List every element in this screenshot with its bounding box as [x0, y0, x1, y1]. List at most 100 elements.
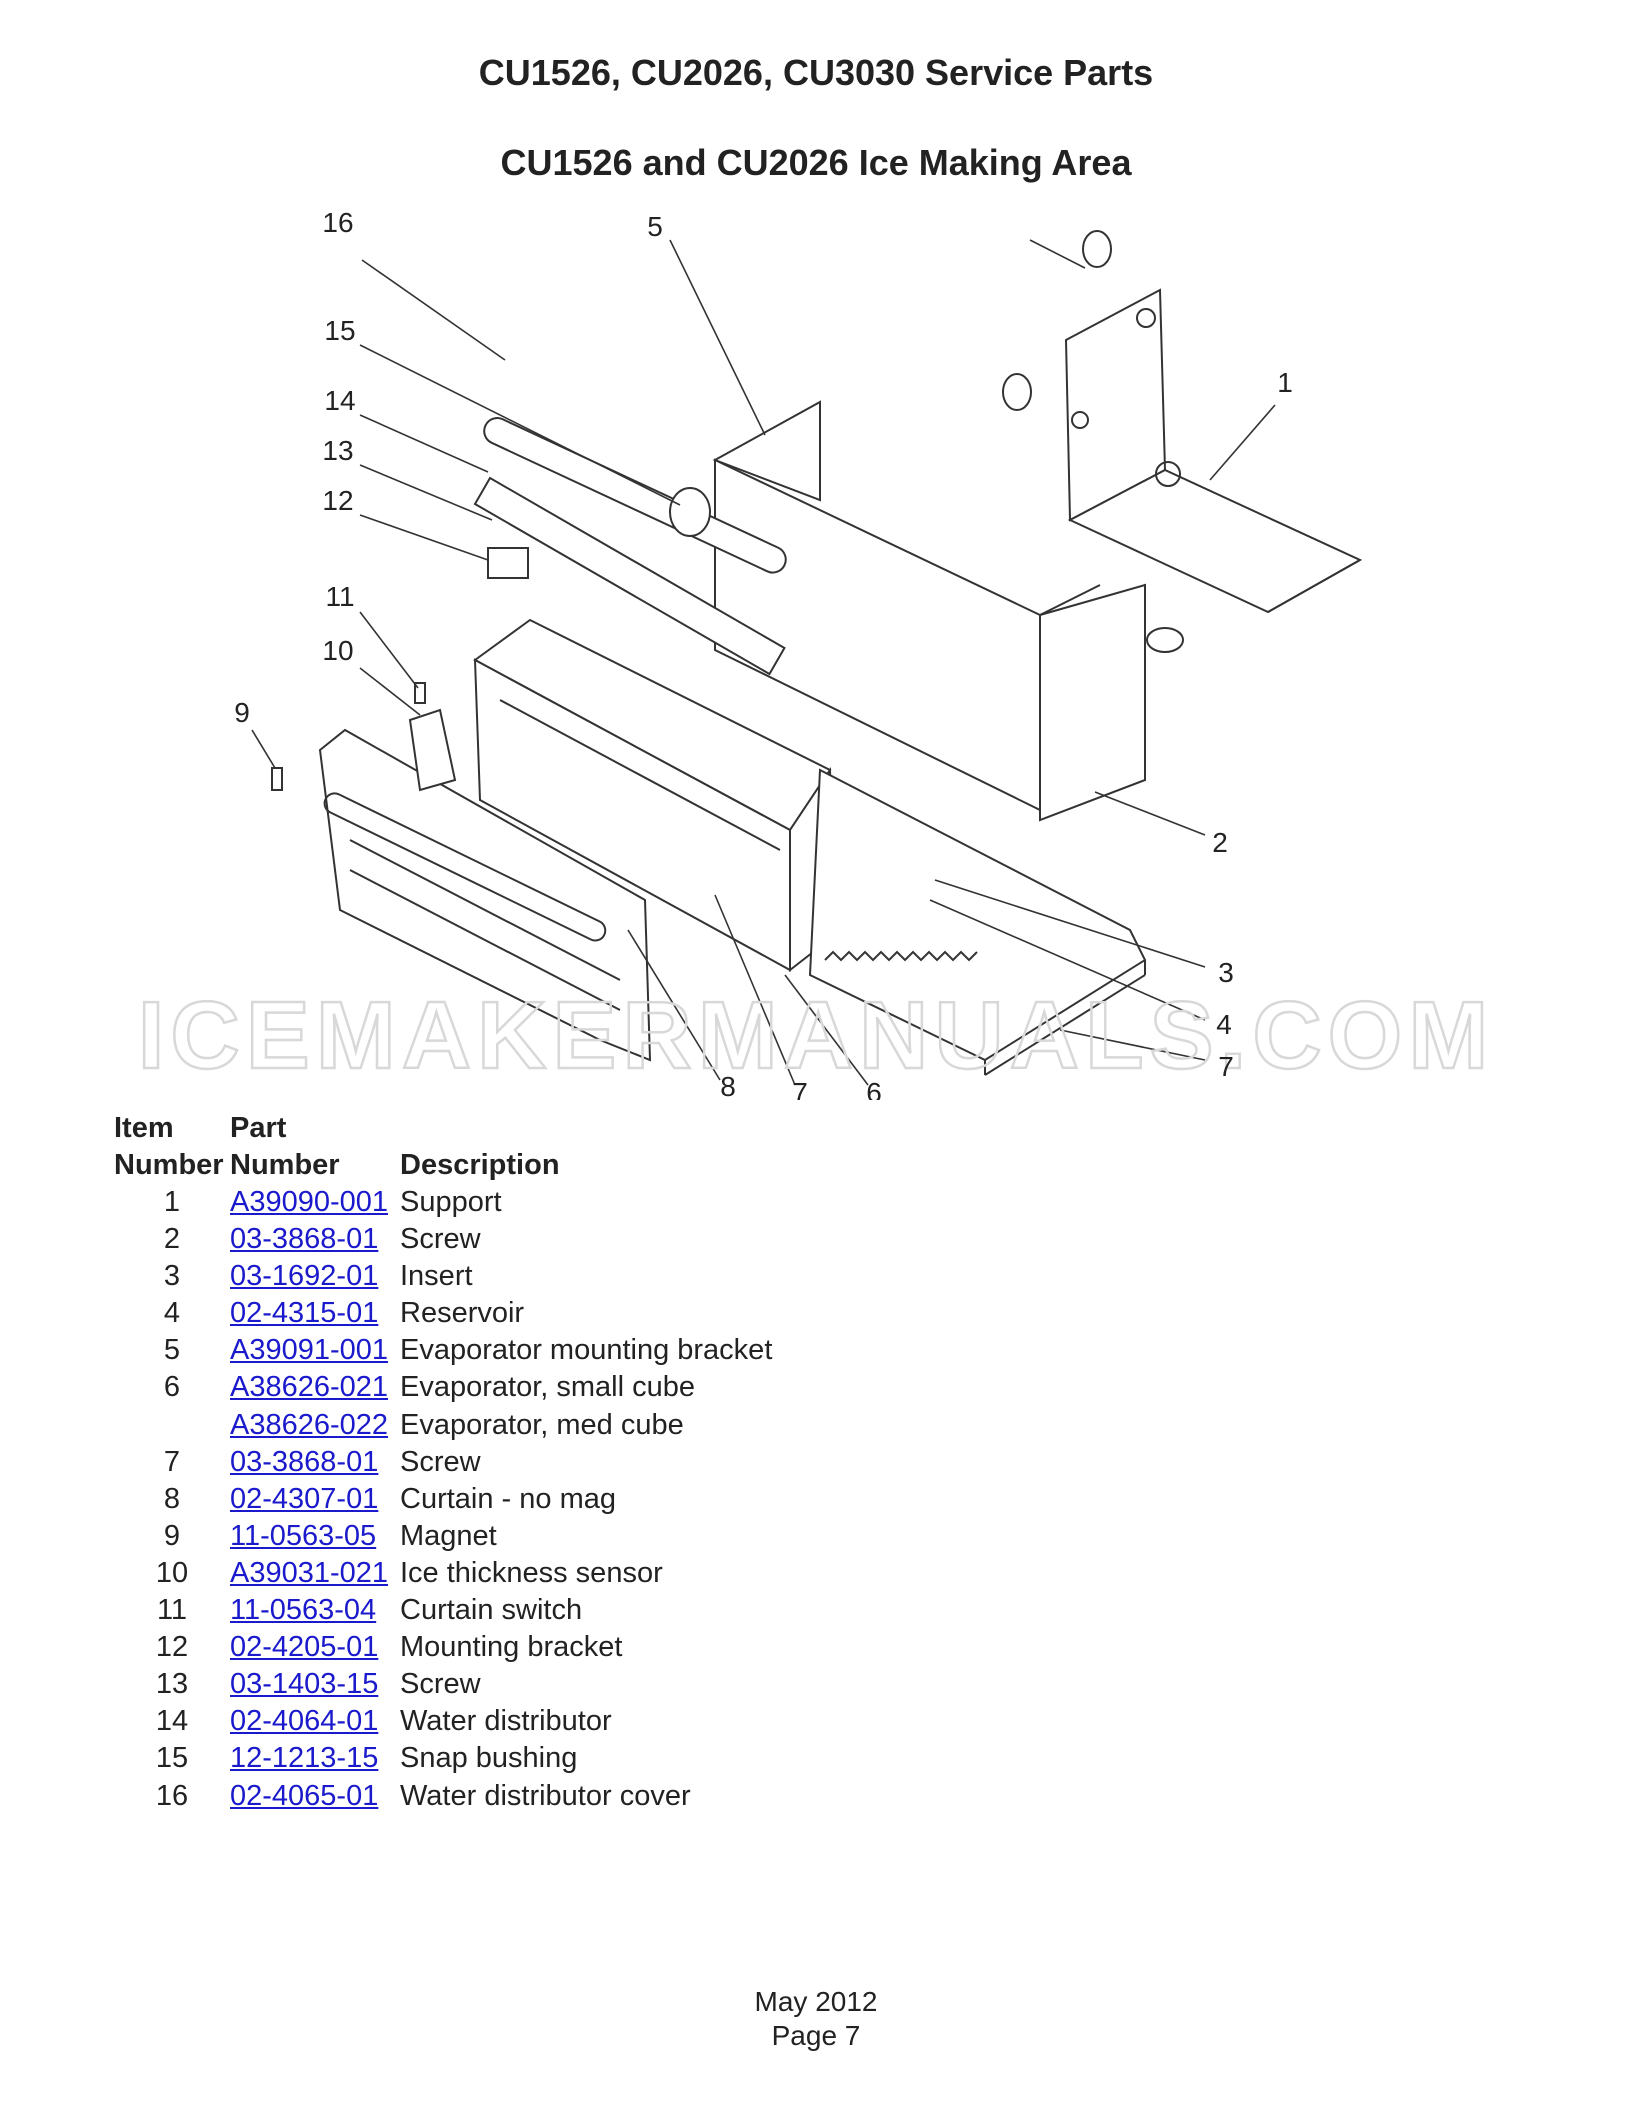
item-number: 5: [163, 1334, 181, 1367]
support-part-drawing: [1002, 230, 1363, 653]
item-number: 14: [155, 1705, 189, 1738]
table-row: 7 03-3868-01 Screw: [114, 1444, 772, 1481]
part-description: Screw: [400, 1445, 481, 1478]
table-row: A38626-022 Evaporator, med cube: [114, 1407, 772, 1444]
snap-bushing-drawing: [669, 487, 711, 537]
part-number-link[interactable]: 02-4205-01: [230, 1631, 379, 1664]
part-description: Reservoir: [400, 1297, 525, 1330]
table-row: 2 03-3868-01 Screw: [114, 1221, 772, 1258]
magnet-drawing: [271, 767, 283, 791]
exploded-parts-diagram: ICEMAKERMANUALS.COM 16 5 15 14 13 12 11 …: [136, 207, 1495, 1100]
part-description: Insert: [400, 1260, 473, 1293]
part-number-link[interactable]: 02-4064-01: [230, 1705, 379, 1738]
page-number: Page 7: [771, 2020, 861, 2051]
item-number: 15: [155, 1742, 189, 1775]
part-number-link[interactable]: 03-1403-15: [230, 1668, 379, 1701]
part-description: Screw: [400, 1668, 481, 1701]
part-description: Curtain switch: [400, 1594, 583, 1627]
part-number-link[interactable]: 02-4065-01: [230, 1779, 379, 1812]
callout-label: 3: [1218, 957, 1234, 988]
table-row: 9 11-0563-05 Magnet: [114, 1518, 772, 1555]
reservoir-drawing: [808, 768, 1147, 1076]
item-number: 13: [155, 1668, 189, 1701]
item-number: 11: [156, 1594, 188, 1627]
part-number-link[interactable]: 03-3868-01: [230, 1223, 379, 1256]
part-number-link[interactable]: A39090-001: [230, 1186, 389, 1218]
item-number: 16: [155, 1779, 189, 1812]
part-description: Snap bushing: [400, 1742, 578, 1775]
callout-label: 7: [1218, 1051, 1234, 1082]
callout-label: 1: [1277, 367, 1293, 398]
callout-label: 5: [647, 211, 663, 242]
watermark: ICEMAKERMANUALS.COM: [138, 982, 1495, 1089]
part-number-link[interactable]: 11-0563-04: [230, 1594, 377, 1627]
callout-label: 13: [322, 435, 353, 466]
item-number: [114, 1407, 230, 1444]
water-distributor-drawing: [473, 476, 786, 676]
table-row: 11 11-0563-04 Curtain switch: [114, 1592, 772, 1629]
part-description: Evaporator mounting bracket: [400, 1334, 773, 1367]
item-number: 1: [163, 1186, 181, 1218]
curtain-drawing: [318, 728, 652, 1062]
table-row: 1 A39090-001 Support: [114, 1184, 772, 1221]
part-description: Curtain - no mag: [400, 1482, 616, 1515]
part-description: Evaporator, med cube: [400, 1408, 684, 1441]
document-title: CU1526, CU2026, CU3030 Service Parts: [478, 52, 1154, 93]
callout-label: 11: [325, 581, 354, 612]
item-number: 8: [163, 1482, 181, 1515]
part-description: Screw: [400, 1223, 481, 1256]
table-row: 10 A39031-021 Ice thickness sensor: [114, 1555, 772, 1592]
table-row: 5 A39091-001 Evaporator mounting bracket: [114, 1332, 772, 1369]
table-row: 15 12-1213-15 Snap bushing: [114, 1740, 772, 1777]
part-number-link[interactable]: A39031-021: [230, 1556, 389, 1589]
table-row: 8 02-4307-01 Curtain - no mag: [114, 1481, 772, 1518]
part-description: Ice thickness sensor: [400, 1556, 663, 1589]
evaporator-mounting-bracket-drawing: [712, 400, 1146, 822]
footer-date: May 2012: [754, 1986, 878, 2017]
callout-label: 8: [720, 1071, 736, 1100]
ice-thickness-sensor-drawing: [408, 708, 457, 792]
part-number-link[interactable]: A38626-022: [230, 1408, 389, 1441]
callout-label: 7: [792, 1077, 808, 1100]
part-description: Mounting bracket: [400, 1631, 623, 1664]
part-number-link[interactable]: 02-4315-01: [230, 1297, 379, 1330]
part-number-link[interactable]: 03-3868-01: [230, 1445, 379, 1478]
drain-coil-drawing: [824, 950, 978, 962]
callout-label: 6: [866, 1077, 882, 1100]
callout-leaders: [251, 239, 1276, 1086]
section-title: CU1526 and CU2026 Ice Making Area: [500, 142, 1132, 183]
item-number: 7: [163, 1445, 181, 1478]
table-row: 12 02-4205-01 Mounting bracket: [114, 1629, 772, 1666]
part-number-link[interactable]: 02-4307-01: [230, 1482, 379, 1515]
item-number: 12: [155, 1631, 189, 1664]
callout-label: 9: [234, 697, 250, 728]
water-distributor-cover-drawing: [483, 417, 787, 574]
callout-label: 12: [322, 485, 353, 516]
item-number: 10: [155, 1556, 189, 1589]
part-number-link[interactable]: 12-1213-15: [230, 1742, 379, 1775]
item-number: 6: [163, 1371, 181, 1404]
part-number-link[interactable]: A38626-021: [230, 1371, 389, 1404]
callout-labels: 16 5 15 14 13 12 11 10 9 1 2 3 4 7 8 7 6: [234, 207, 1293, 1100]
part-number-link[interactable]: A39091-001: [230, 1334, 389, 1367]
part-number-link[interactable]: 03-1692-01: [230, 1260, 379, 1293]
callout-label: 10: [322, 635, 353, 666]
part-number-link[interactable]: 11-0563-05: [230, 1519, 377, 1552]
part-description: Support: [400, 1186, 502, 1218]
item-number: 9: [163, 1519, 181, 1552]
part-description: Magnet: [400, 1519, 497, 1552]
callout-label: 2: [1212, 827, 1228, 858]
page-footer: May 2012 Page 7: [0, 1985, 1632, 2053]
mounting-bracket-drawing: [487, 547, 529, 579]
item-number: 4: [163, 1297, 181, 1330]
item-number: 2: [163, 1223, 181, 1256]
table-row: 13 03-1403-15 Screw: [114, 1666, 772, 1703]
header-description: Description: [400, 1149, 560, 1181]
